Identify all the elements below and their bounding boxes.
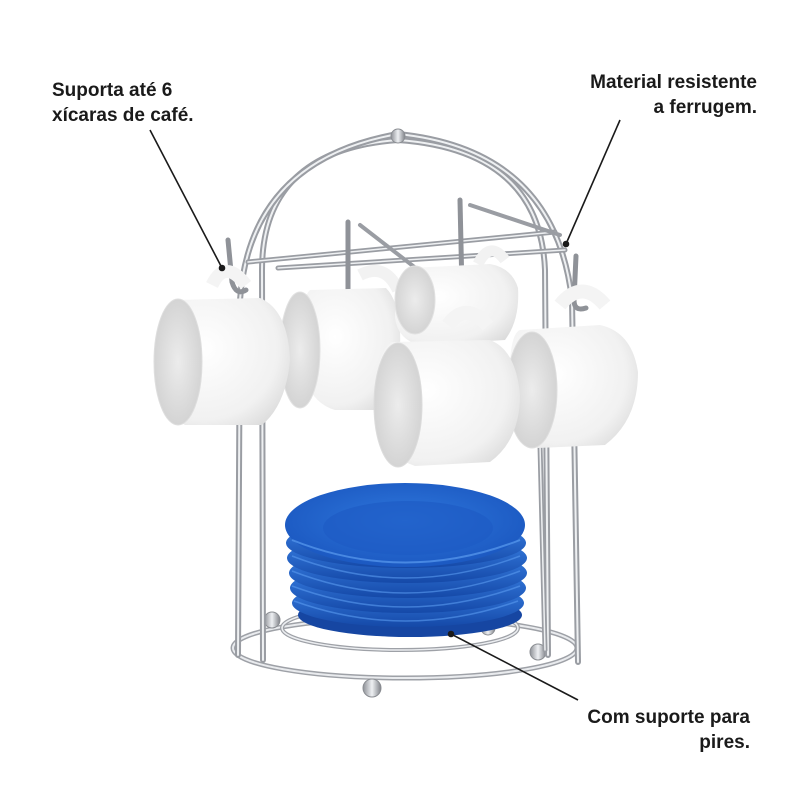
cup-right	[506, 284, 638, 449]
leader-lines	[149, 119, 621, 701]
callout-saucer-holder-line2: pires.	[699, 732, 750, 753]
foot-left	[263, 611, 281, 629]
leader-line-cups	[149, 129, 223, 269]
cup-front-center	[373, 305, 520, 468]
callout-material: Material resistente a ferrugem.	[590, 70, 757, 120]
foot-front	[362, 678, 382, 698]
callout-cup-capacity-line1: Suporta até 6	[52, 80, 173, 101]
callout-saucer-holder-line1: Com suporte para	[587, 707, 750, 728]
cup-left	[153, 265, 290, 426]
callout-material-line2: a ferrugem.	[653, 97, 757, 118]
leader-line-saucer	[450, 633, 579, 701]
callout-cup-capacity: Suporta até 6 xícaras de café.	[52, 78, 194, 128]
saucer-stack	[285, 483, 527, 637]
leader-line-material	[565, 119, 621, 245]
callout-cup-capacity-line2: xícaras de café.	[52, 105, 194, 126]
callout-saucer-holder: Com suporte para pires.	[587, 705, 750, 755]
cup-back-left	[279, 265, 404, 410]
callout-material-line1: Material resistente	[590, 72, 757, 93]
stand-front-post	[537, 442, 548, 653]
